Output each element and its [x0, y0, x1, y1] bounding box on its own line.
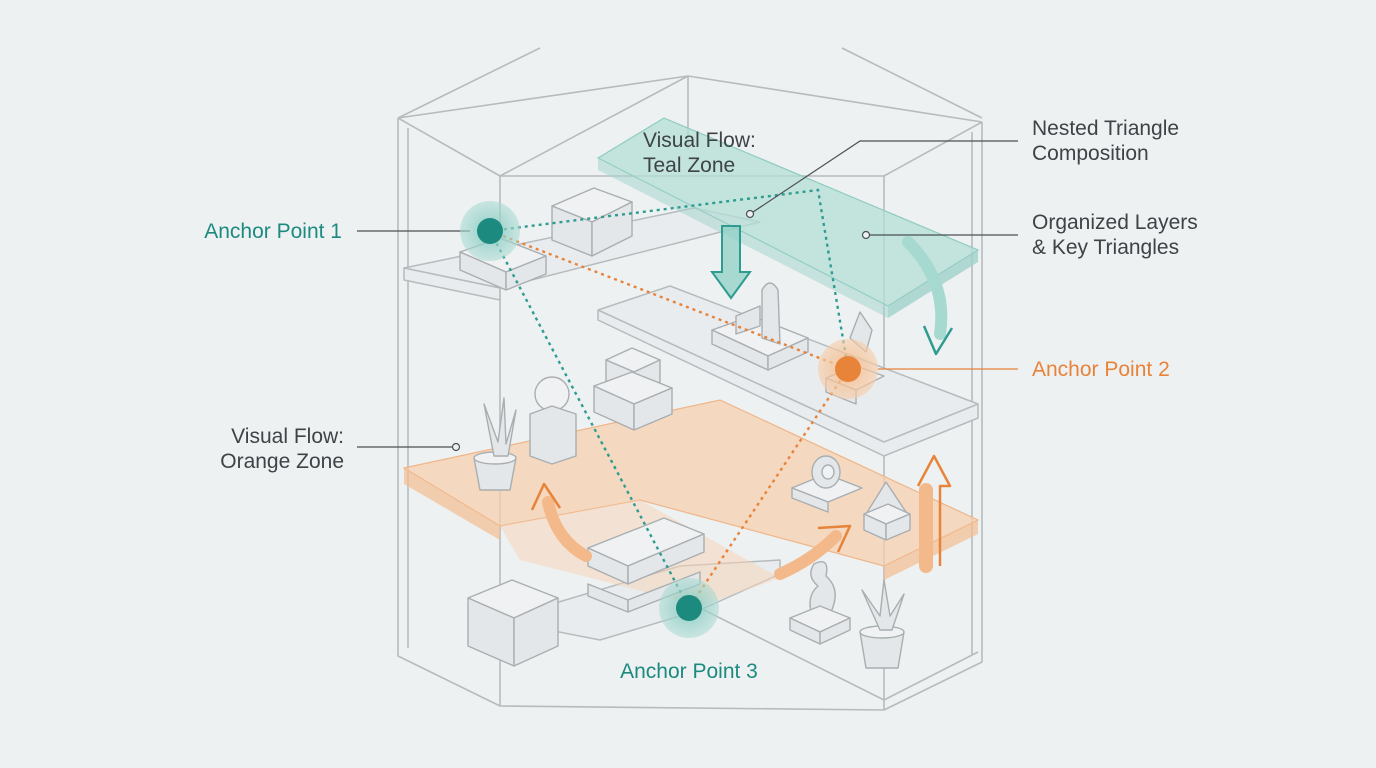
- anchor-point-3-marker: [659, 578, 719, 638]
- teal-zone-label-line-1: Visual Flow:: [643, 129, 756, 152]
- organized-layers-label-line-2: & Key Triangles: [1032, 236, 1180, 259]
- background-lines: [397, 47, 983, 119]
- orange-zone-label-line-2: Orange Zone: [220, 450, 344, 473]
- teal-zone-label-line-2: Teal Zone: [643, 154, 736, 177]
- nested-triangle-label-line-2: Composition: [1032, 142, 1149, 165]
- anchor-point-1-label: Anchor Point 1: [204, 220, 342, 243]
- anchor-point-3-label: Anchor Point 3: [620, 660, 758, 683]
- anchor-point-2-label: Anchor Point 2: [1032, 358, 1170, 381]
- anchor-point-2-marker: [818, 339, 878, 399]
- teal-zone-label: Visual Flow: Teal Zone: [643, 128, 756, 178]
- anchor-point-1-marker: [460, 201, 520, 261]
- nested-triangle-label-line-1: Nested Triangle: [1032, 117, 1180, 140]
- orange-zone-label: Visual Flow: Orange Zone: [220, 424, 344, 474]
- organized-layers-label: Organized Layers & Key Triangles: [1032, 210, 1198, 260]
- leader-lines: [357, 140, 1018, 452]
- teal-flow-arrows: [710, 225, 954, 356]
- organized-layers-label-line-1: Organized Layers: [1032, 211, 1198, 234]
- nested-triangle-label: Nested Triangle Composition: [1032, 116, 1179, 166]
- orange-flow-arrows: [530, 454, 952, 580]
- orange-zone-label-line-1: Visual Flow:: [231, 425, 344, 448]
- composition-triangle: [488, 188, 850, 609]
